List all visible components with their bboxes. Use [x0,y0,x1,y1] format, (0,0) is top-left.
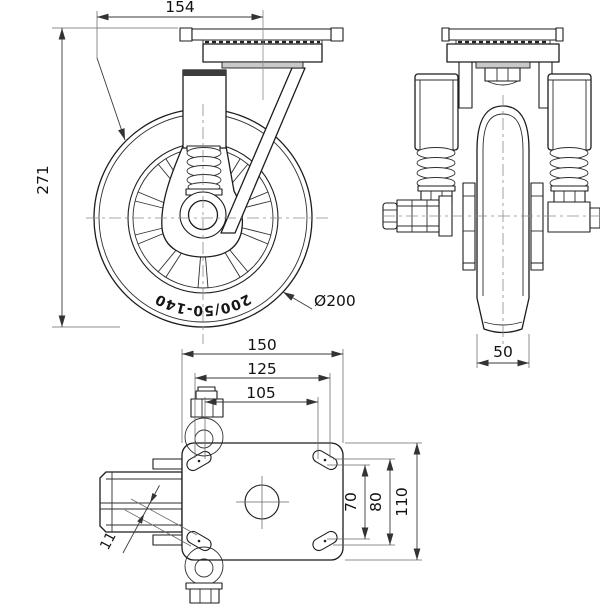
side-swivel-housing [446,43,560,63]
plan-view: 150 125 105 70 80 110 [97,336,422,604]
dim-label-plate-depth: 110 [393,487,411,517]
fork-tab-top [152,458,183,470]
side-top-plate [448,28,557,41]
fork-tab-bottom [152,534,183,546]
plan-dimensions: 150 125 105 70 80 110 [97,336,422,561]
dim-slot-width-11: 11 [97,485,198,554]
leader-wheel-diameter [282,291,313,310]
axle-assembly-right [547,201,600,233]
front-centerlines [86,10,330,344]
front-view: 200/50-140 154 271 Ø200 [34,0,356,344]
plan-wheel-protrusion [99,471,183,533]
kingpin-bolt [484,67,521,86]
spring-boss-bottom [184,546,224,604]
side-view: 50 [382,27,600,368]
side-mounting-plate [441,27,564,86]
side-centerlines [383,95,600,346]
dim-label-slot-width: 11 [97,529,119,552]
axle-stub [589,207,600,229]
dim-label-wheel-diameter: Ø200 [314,292,356,310]
plate-tab-right [330,27,344,42]
fork-plate-left [462,182,476,271]
dim-label-bolt-pitch-inner: 70 [342,492,360,512]
spring-coils-left [416,147,456,189]
boss-nut-bottom [189,588,220,604]
front-spring [186,147,222,192]
axle-block [547,201,591,233]
dim-label-bolt-span-inner: 105 [246,384,276,402]
swivel-housing [202,43,323,63]
plate-tab-left [179,27,193,42]
front-fork [161,67,306,258]
dim-label-wheel-width: 50 [493,343,513,361]
top-plate [191,28,332,41]
swivel-flange [221,61,304,69]
side-swivel-flange [475,61,531,69]
spring-assembly-left [414,73,459,207]
fork-leg-cap [183,70,226,76]
spring-coils-right [549,147,589,189]
dim-label-bolt-pitch-outer: 80 [367,492,385,512]
side-dimensions: 50 [476,334,530,368]
leader-154 [96,57,126,141]
front-dimensions: 154 271 Ø200 [34,0,356,328]
crown-panel-left [458,61,473,109]
center-bore [236,476,289,529]
front-mounting-plate [179,27,344,69]
dim-label-plate-width: 150 [247,336,277,354]
dim-label-overall-height: 271 [34,165,52,195]
dim-label-swivel-radius: 154 [165,0,195,16]
fork-left-leg [182,69,227,149]
fork-plate-right [530,182,544,271]
spring-assembly-right [547,73,592,207]
dim-label-bolt-span-outer: 125 [247,360,277,378]
